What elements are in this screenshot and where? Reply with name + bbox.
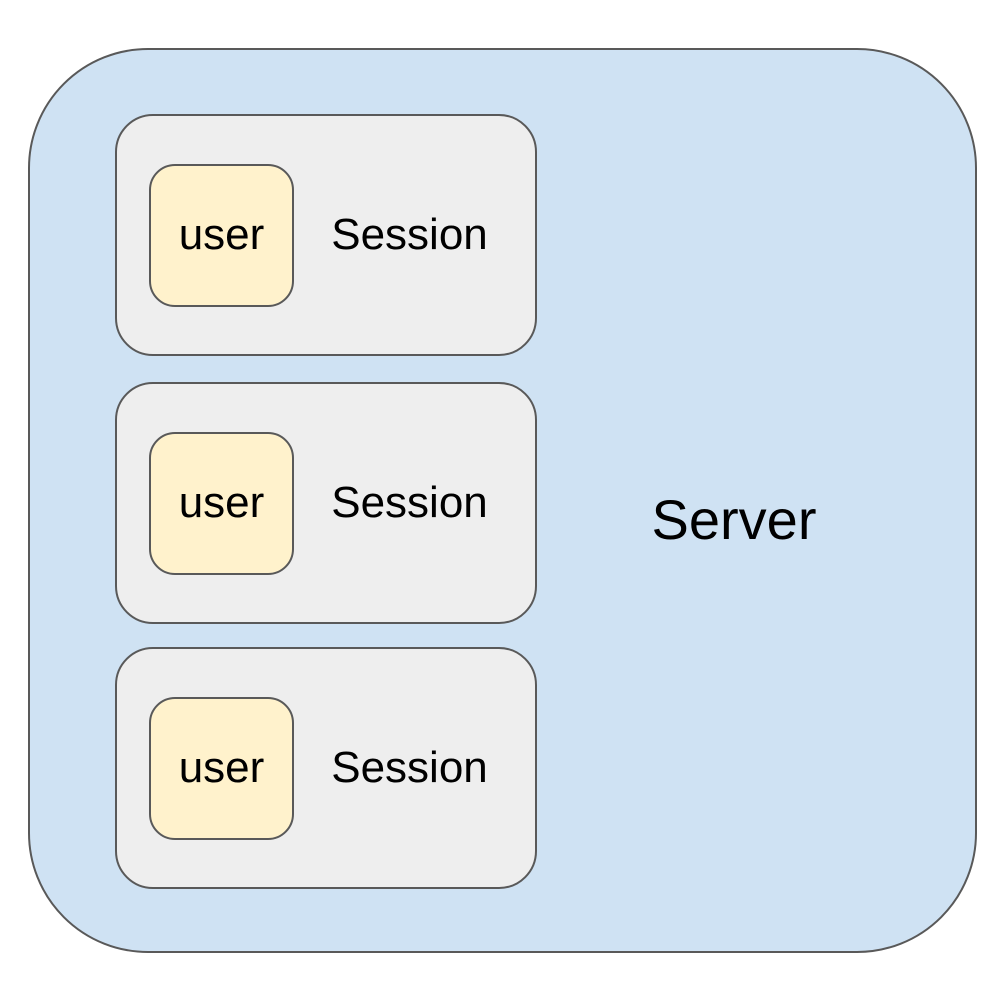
session-box-1: user Session bbox=[115, 114, 537, 356]
session-label-1: Session bbox=[331, 210, 488, 259]
user-box-2: user bbox=[149, 431, 294, 575]
user-box-3: user bbox=[149, 696, 294, 840]
user-label-2: user bbox=[178, 478, 265, 527]
session-label-3: Session bbox=[331, 743, 488, 792]
server-label: Server bbox=[651, 488, 817, 551]
session-box-2: user Session bbox=[115, 382, 537, 624]
server-box: user Session user Session user Session S… bbox=[28, 48, 977, 953]
session-label-2: Session bbox=[331, 478, 488, 527]
user-label-3: user bbox=[178, 743, 265, 792]
user-label-1: user bbox=[178, 210, 265, 259]
session-box-3: user Session bbox=[115, 647, 537, 889]
user-box-1: user bbox=[149, 163, 294, 307]
